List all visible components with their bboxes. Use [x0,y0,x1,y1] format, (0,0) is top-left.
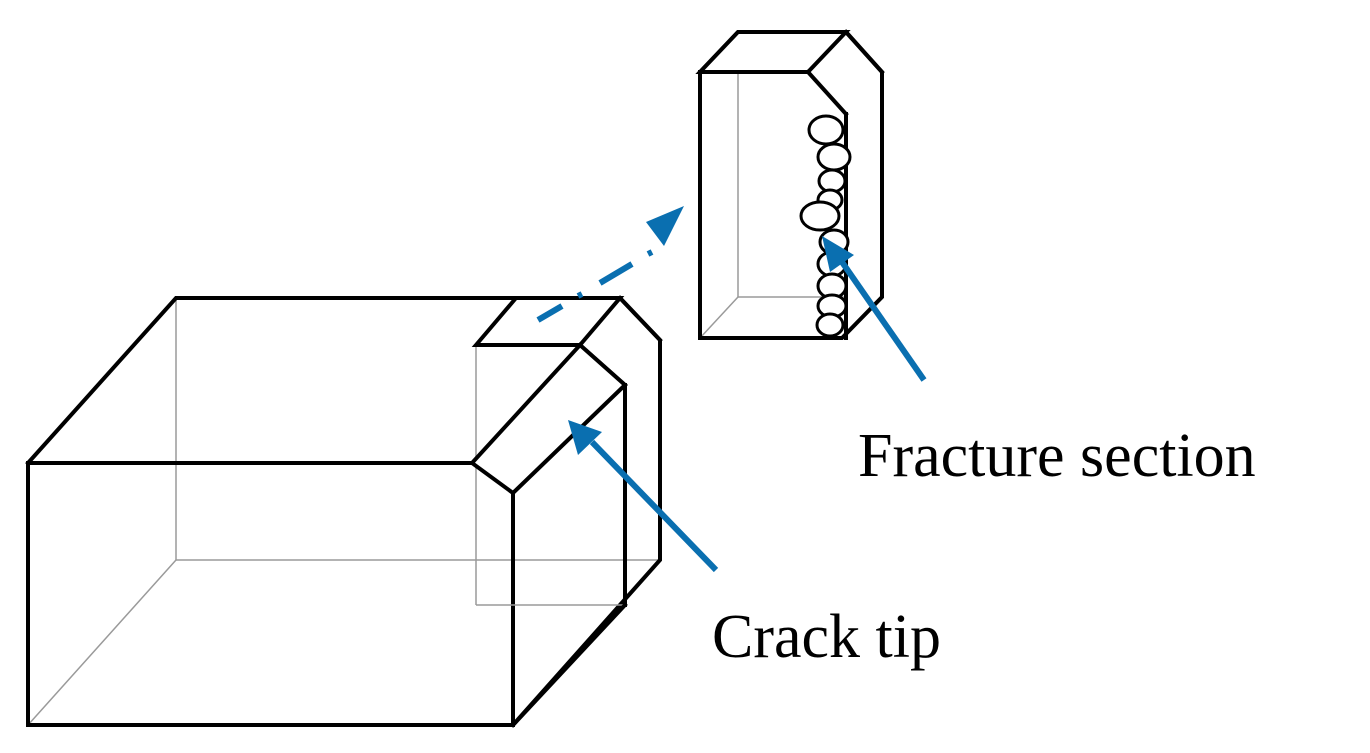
fracture-piece [695,29,885,340]
piece-outline [697,30,884,340]
piece-top-face [695,30,851,74]
fracture-surface-dimples [799,114,852,338]
specimen-block [25,296,662,727]
fracture-section-arrow [822,236,927,382]
crack-region [469,295,663,728]
extraction-arrow [536,206,684,323]
block-outline [25,296,662,727]
fracture-section-label: Fracture section [858,422,1256,490]
crack-tip-arrow [568,420,719,573]
crack-tip-face [469,342,628,496]
crack-tip-label: Crack tip [712,603,941,671]
crack-top-face [471,296,625,347]
